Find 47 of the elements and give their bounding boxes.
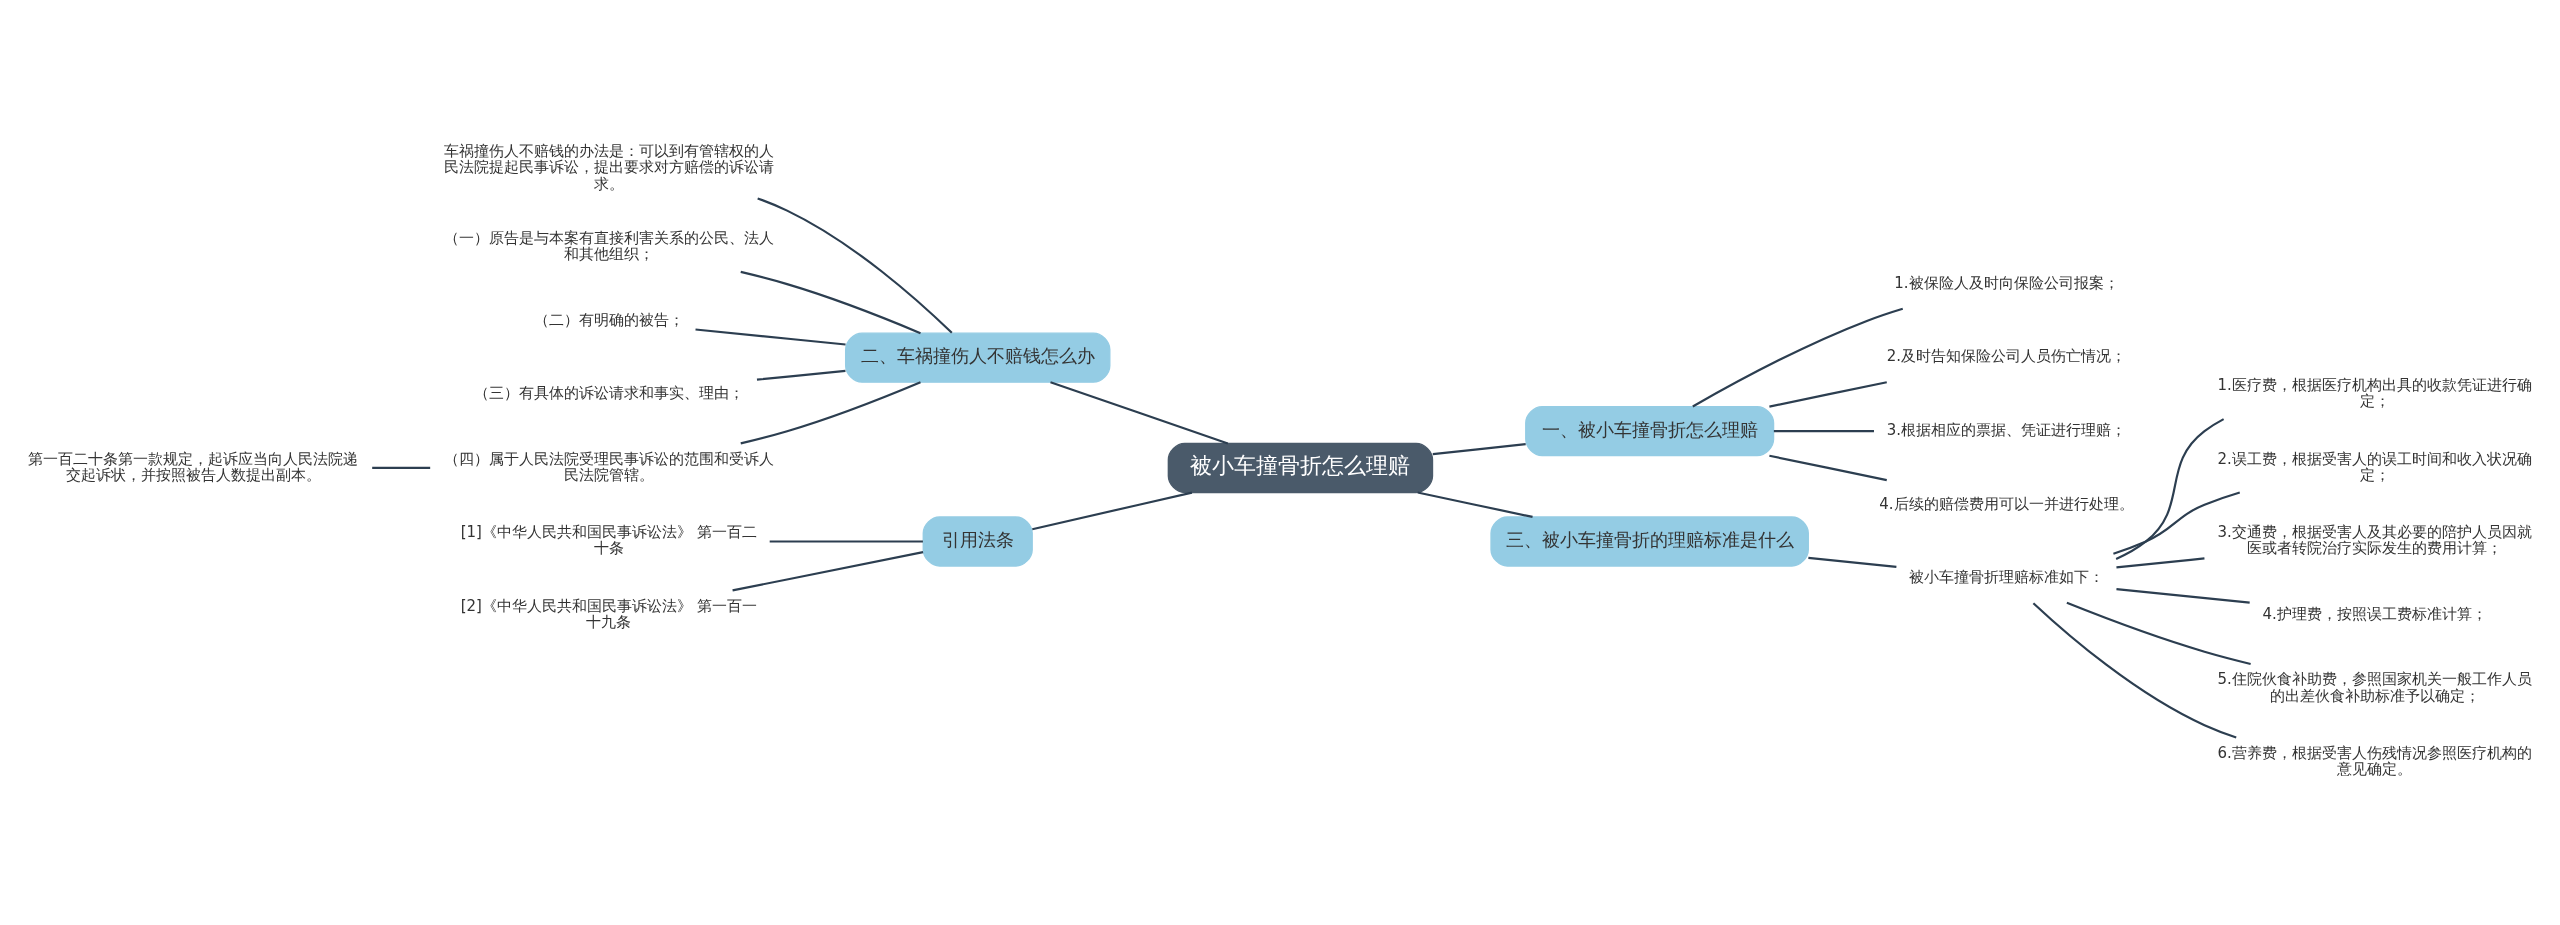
connector — [1032, 491, 1193, 531]
node-text: 2.误工费，根据受害人的误工时间和收入状况确定； — [2217, 449, 2532, 484]
connector — [732, 551, 924, 592]
connector — [1769, 454, 1887, 482]
node-text: 6.营养费，根据受害人伤残情况参照医疗机构的意见确定。 — [2217, 743, 2532, 779]
node-text: （四）属于人民法院受理民事诉讼的范围和受诉人民法院管辖。 — [443, 449, 774, 484]
node-text: （三）有具体的诉讼请求和事实、理由； — [473, 384, 744, 403]
connector — [740, 381, 921, 445]
connector — [695, 328, 846, 346]
connector — [2066, 601, 2251, 666]
node-text: 车祸撞伤人不赔钱的办法是：可以到有管辖权的人民法院提起民事诉讼，提出要求对方赔偿的诉讼请求。 — [443, 141, 774, 193]
connector — [2032, 602, 2237, 739]
node-text: 4.后续的赔偿费用可以一并进行处理。 — [1879, 494, 2134, 513]
node-box: 二、车祸撞伤人不赔钱怎么办 — [845, 332, 1111, 383]
node-text: [2]《中华人民共和国民事诉讼法》 第一百一十九条 — [460, 596, 757, 631]
connector — [769, 540, 923, 543]
node-text: 第一百二十条第一款规定，起诉应当向人民法院递交起诉状，并按照被告人数提出副本。 — [28, 449, 359, 484]
connector — [2116, 557, 2205, 569]
connector — [740, 270, 921, 335]
connector — [756, 369, 846, 381]
node-text: （二）有明确的被告； — [533, 310, 684, 329]
connector — [1692, 307, 1904, 408]
connector — [2116, 588, 2250, 604]
connector — [757, 197, 953, 334]
connector — [2113, 491, 2241, 555]
connector — [1773, 430, 1874, 433]
node-text: 1.被保险人及时向保险公司报案； — [1894, 273, 2119, 292]
connector — [372, 466, 431, 470]
node-box: 引用法条 — [922, 516, 1033, 567]
node-text: 3.交通费，根据受害人及其必要的陪护人员因就医或者转院治疗实际发生的费用计算； — [2217, 523, 2532, 558]
node-text: 3.根据相应的票据、凭证进行理赔； — [1886, 421, 2127, 439]
node-box: 三、被小车撞骨折的理赔标准是什么 — [1490, 516, 1809, 567]
node-text: 4.护理费，按照误工费标准计算； — [2262, 604, 2487, 623]
connector — [2115, 418, 2225, 560]
node-text: 被小车撞骨折理赔标准如下： — [1908, 568, 2104, 587]
connector — [1432, 443, 1526, 456]
connector — [1769, 381, 1887, 408]
node-text: 1.医疗费，根据医疗机构出具的收款凭证进行确定； — [2217, 376, 2532, 411]
node-text: 2.及时告知保险公司人员伤亡情况； — [1886, 347, 2127, 366]
node-box: 被小车撞骨折怎么理赔 — [1167, 442, 1434, 494]
node-text: 5.住院伙食补助费，参照国家机关一般工作人员的出差伙食补助标准予以确定； — [2217, 670, 2532, 705]
connector — [1050, 381, 1229, 445]
node-box: 一、被小车撞骨折怎么理赔 — [1525, 406, 1775, 457]
node-text: [1]《中华人民共和国民事诉讼法》 第一百二十条 — [460, 523, 757, 558]
connector — [1808, 556, 1897, 569]
connector — [1417, 491, 1533, 518]
node-text: （一）原告是与本案有直接利害关系的公民、法人和其他组织； — [443, 229, 774, 264]
